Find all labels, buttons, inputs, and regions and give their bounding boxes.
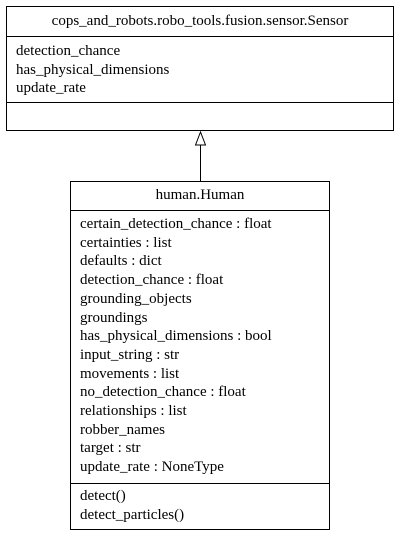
human-attribute: certain_detection_chance : float xyxy=(80,216,272,232)
human-attribute: grounding_objects xyxy=(80,290,192,307)
human-attribute: update_rate : NoneType xyxy=(80,459,224,476)
human-attribute: certainties : list xyxy=(80,234,172,251)
human-attribute: movements : list xyxy=(80,365,180,382)
human-class-name: human.Human xyxy=(71,182,329,211)
sensor-attribute: update_rate xyxy=(16,80,86,97)
human-attribute: defaults : dict xyxy=(80,253,162,270)
human-methods-section: detect() detect_particles() xyxy=(71,484,329,529)
sensor-methods-section xyxy=(7,103,393,130)
human-attribute: target : str xyxy=(80,440,141,457)
human-attribute: relationships : list xyxy=(80,403,187,420)
sensor-attribute: detection_chance xyxy=(16,43,121,59)
human-attribute: detection_chance : float xyxy=(80,272,224,289)
human-method: detect() xyxy=(80,488,126,504)
sensor-class-box[interactable]: cops_and_robots.robo_tools.fusion.sensor… xyxy=(6,6,394,131)
inheritance-arrowhead xyxy=(194,130,207,146)
human-attribute: groundings xyxy=(80,309,148,326)
human-attributes-section: certain_detection_chance : float certain… xyxy=(71,211,329,484)
sensor-attributes-section: detection_chance has_physical_dimensions… xyxy=(7,37,393,103)
sensor-class-name: cops_and_robots.robo_tools.fusion.sensor… xyxy=(7,7,393,37)
sensor-attribute: has_physical_dimensions xyxy=(16,61,170,78)
human-method: detect_particles() xyxy=(80,506,185,523)
human-attribute: has_physical_dimensions : bool xyxy=(80,328,272,345)
human-attribute: robber_names xyxy=(80,421,165,438)
human-attribute: no_detection_chance : float xyxy=(80,384,246,401)
human-class-box[interactable]: human.Human certain_detection_chance : f… xyxy=(70,181,330,530)
human-attribute: input_string : str xyxy=(80,346,180,363)
